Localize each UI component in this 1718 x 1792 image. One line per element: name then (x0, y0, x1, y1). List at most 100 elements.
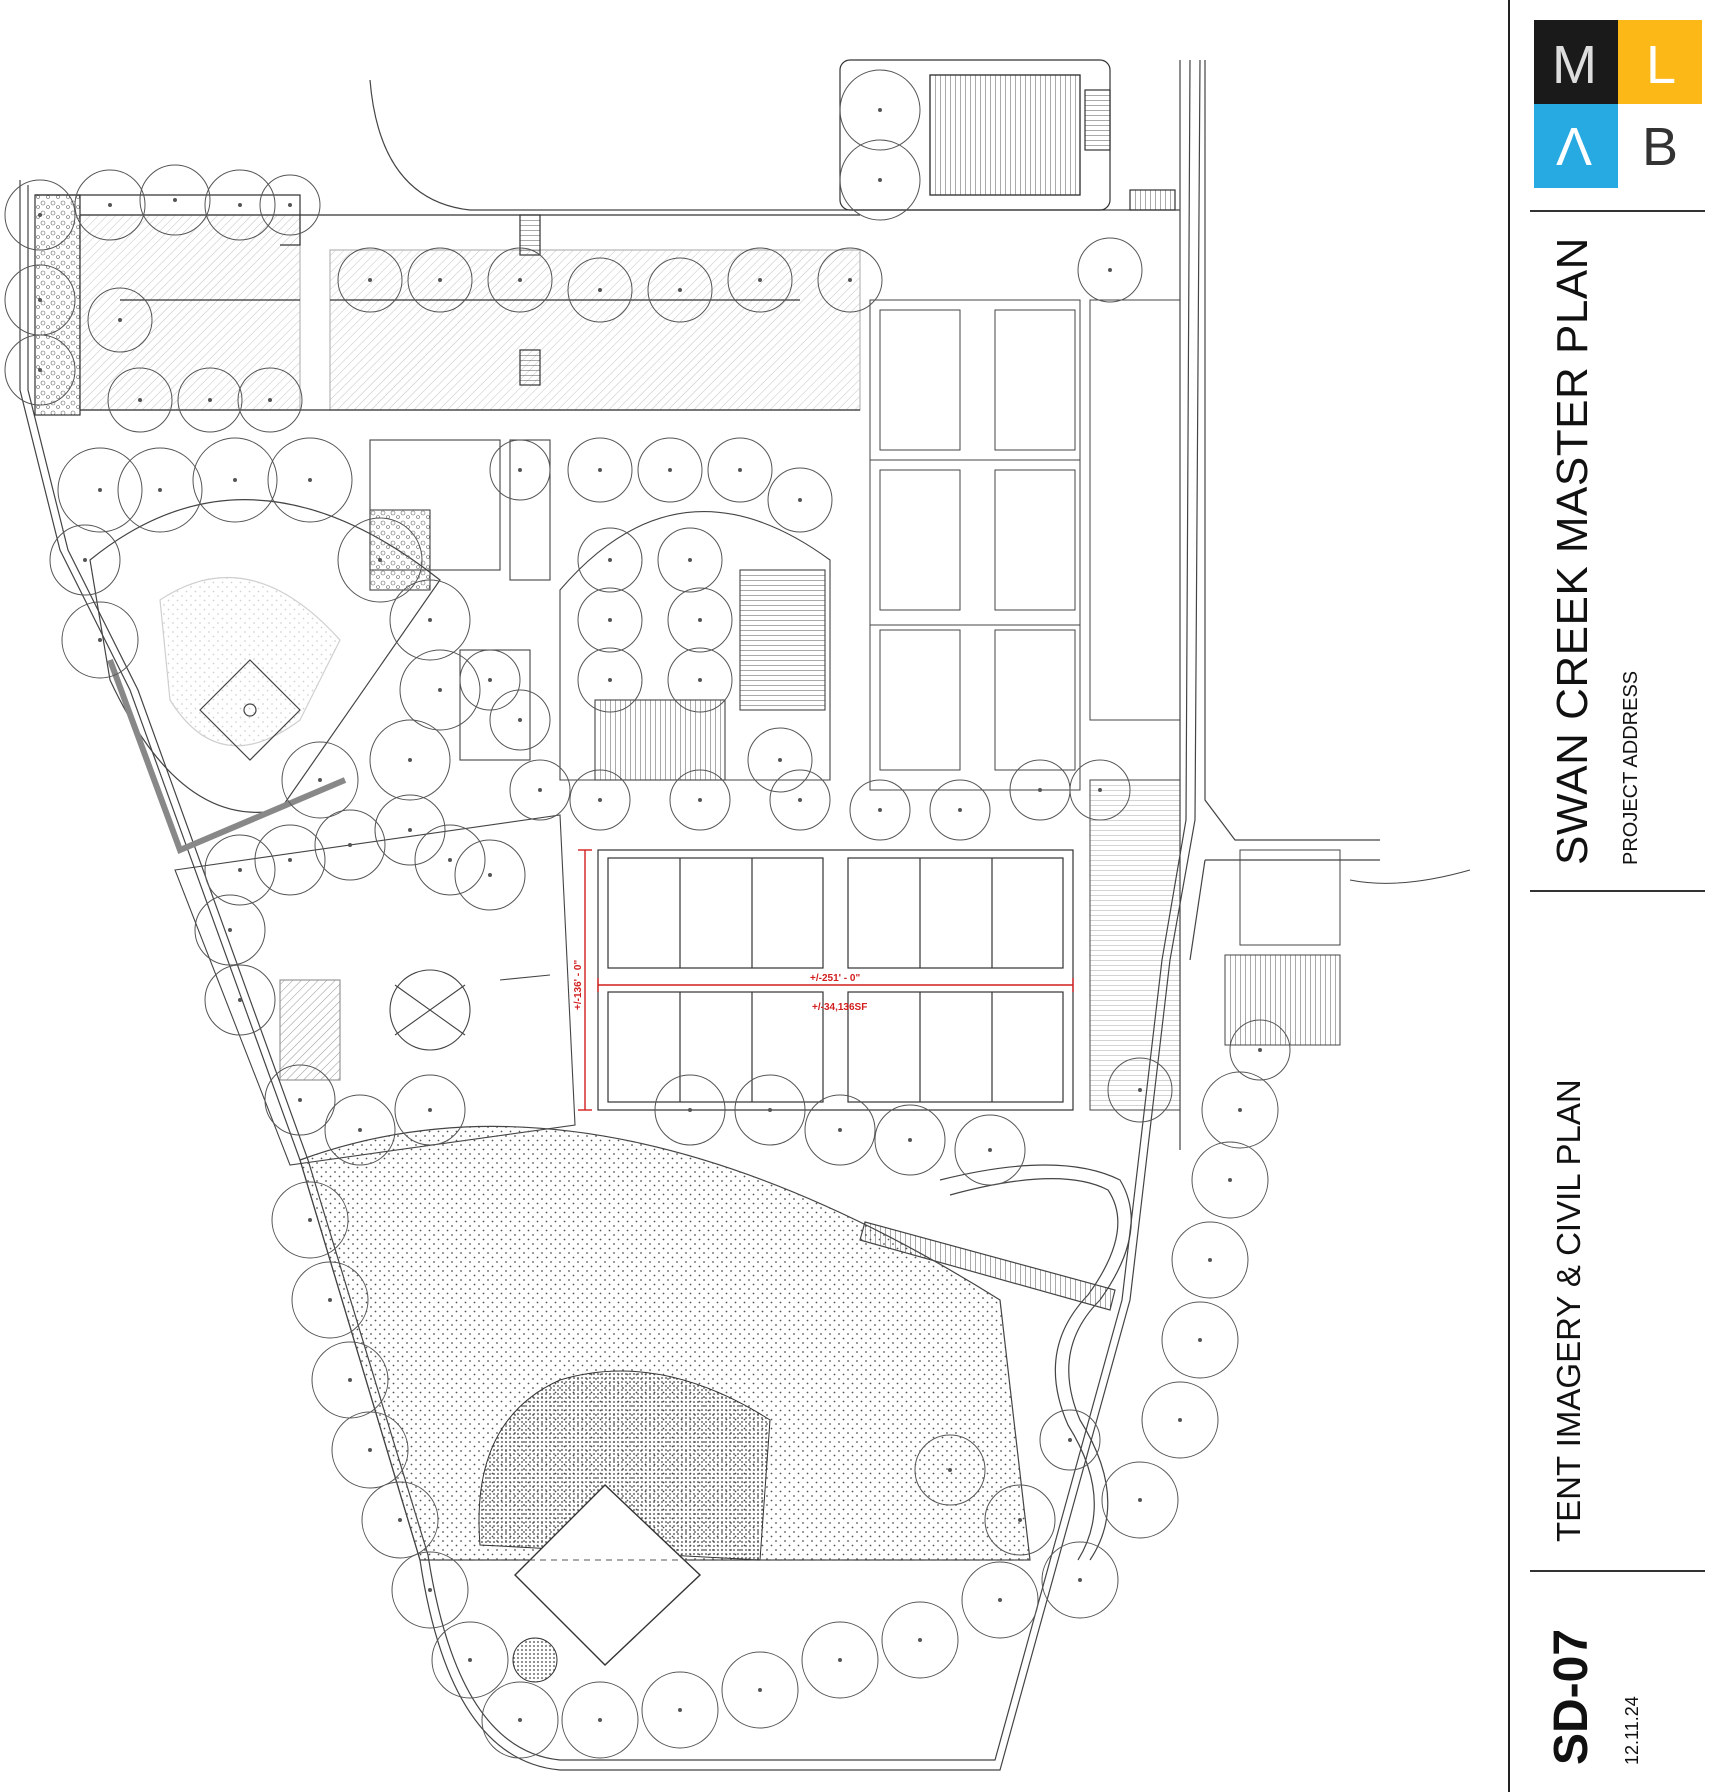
tree-trunk (308, 478, 312, 482)
tree-trunk (878, 178, 882, 182)
tree-canopy (637, 437, 703, 503)
tree-canopy (961, 1561, 1039, 1639)
tree-trunk (798, 798, 802, 802)
tree-trunk (958, 808, 962, 812)
tree-canopy (481, 1681, 559, 1759)
tree-trunk (238, 868, 242, 872)
tree-canopy (57, 447, 143, 533)
tree-trunk (1198, 1338, 1202, 1342)
central-plaza (369, 439, 831, 781)
tree-trunk (1208, 1258, 1212, 1262)
tree-canopy (654, 1074, 726, 1146)
tree-canopy (839, 69, 921, 151)
tree-canopy (431, 1621, 509, 1699)
tree-trunk (678, 1708, 682, 1712)
tree-canopy (727, 247, 793, 313)
logo-letter-m: M (1552, 35, 1597, 95)
tree-canopy (577, 527, 643, 593)
title-rule-3 (1530, 1570, 1705, 1572)
tree-canopy (577, 647, 643, 713)
tree-trunk (838, 1128, 842, 1132)
project-title: SWAN CREEK MASTER PLAN (1548, 237, 1597, 865)
tree-trunk (608, 678, 612, 682)
main-parking-strip (34, 194, 861, 416)
tree-canopy (1171, 1221, 1249, 1299)
tree-trunk (1258, 1048, 1262, 1052)
tree-trunk (368, 1448, 372, 1452)
tree-canopy (74, 169, 146, 241)
tree-trunk (308, 1218, 312, 1222)
tree-canopy (767, 467, 833, 533)
tree-trunk (1228, 1178, 1232, 1182)
tree-canopy (721, 1651, 799, 1729)
tree-canopy (984, 1484, 1056, 1556)
tree-canopy (107, 367, 173, 433)
tree-trunk (208, 398, 212, 402)
tree-canopy (817, 247, 883, 313)
logo-letter-a: Λ (1556, 117, 1593, 177)
tree-trunk (518, 468, 522, 472)
tree-canopy (254, 824, 326, 896)
project-address: PROJECT ADDRESS (1620, 670, 1642, 865)
logo-letter-l: L (1646, 35, 1677, 95)
tree-canopy (929, 779, 991, 841)
tree-trunk (118, 318, 122, 322)
tree-trunk (108, 203, 112, 207)
tree-trunk (1018, 1518, 1022, 1522)
tree-trunk (468, 1658, 472, 1662)
tree-trunk (988, 1148, 992, 1152)
tree-canopy (337, 517, 423, 603)
tree-trunk (1178, 1418, 1182, 1422)
tree-canopy (647, 257, 713, 323)
tree-canopy (369, 719, 451, 801)
tree-canopy (567, 257, 633, 323)
tree-canopy (4, 179, 76, 251)
tree-trunk (448, 858, 452, 862)
tree-trunk (848, 278, 852, 282)
tree-canopy (4, 334, 76, 406)
tree-canopy (337, 247, 403, 313)
tree-canopy (117, 447, 203, 533)
tree-canopy (489, 439, 551, 501)
tree-trunk (768, 1108, 772, 1112)
tree-trunk (698, 618, 702, 622)
tree-canopy (1039, 1409, 1101, 1471)
tree-canopy (204, 834, 276, 906)
tree-trunk (408, 828, 412, 832)
tree-canopy (264, 1064, 336, 1136)
tree-canopy (657, 527, 723, 593)
tree-trunk (998, 1598, 1002, 1602)
tree-canopy (914, 1434, 986, 1506)
tree-canopy (881, 1601, 959, 1679)
title-rule-2 (1530, 890, 1705, 892)
tree-canopy (707, 437, 773, 503)
tree-canopy (489, 689, 551, 751)
tree-canopy (641, 1671, 719, 1749)
title-rule-1 (1530, 210, 1705, 212)
tree-trunk (233, 478, 237, 482)
tree-canopy (314, 809, 386, 881)
tree-trunk (288, 858, 292, 862)
tree-trunk (228, 928, 232, 932)
tree-trunk (758, 278, 762, 282)
tree-canopy (577, 587, 643, 653)
tree-trunk (688, 558, 692, 562)
tree-canopy (177, 367, 243, 433)
tree-trunk (908, 1138, 912, 1142)
tree-trunk (83, 558, 87, 562)
tree-trunk (348, 843, 352, 847)
tree-canopy (849, 779, 911, 841)
tree-trunk (368, 278, 372, 282)
tree-trunk (1108, 268, 1112, 272)
tree-canopy (407, 247, 473, 313)
tree-canopy (801, 1621, 879, 1699)
tree-canopy (361, 1481, 439, 1559)
tree-canopy (1191, 1141, 1269, 1219)
tree-canopy (194, 894, 266, 966)
tree-canopy (389, 579, 471, 661)
tree-canopy (291, 1261, 369, 1339)
tree-trunk (778, 758, 782, 762)
tree-canopy (374, 794, 446, 866)
tree-trunk (288, 203, 292, 207)
tree-trunk (298, 1098, 302, 1102)
